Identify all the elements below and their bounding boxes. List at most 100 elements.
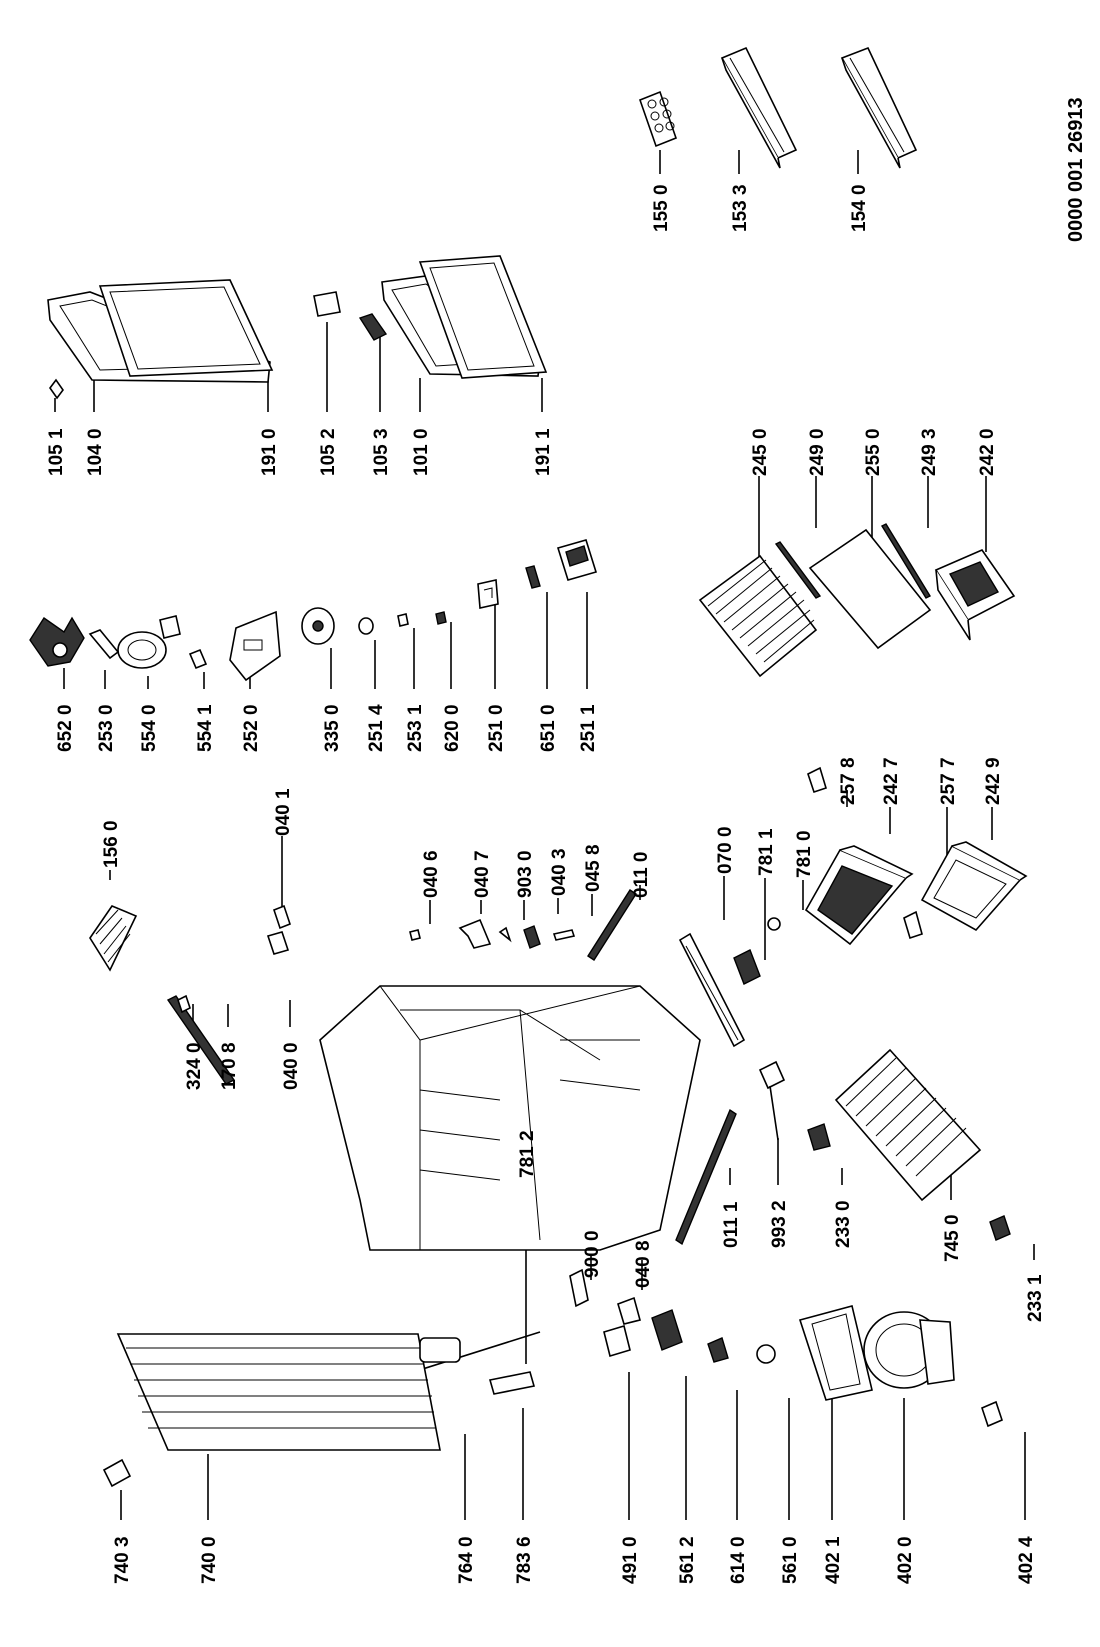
clip-040-6 [409, 929, 421, 941]
callout-101-0: 101 0 [411, 428, 432, 476]
callout-251-0: 251 0 [486, 704, 507, 752]
clip-257-7 [903, 910, 923, 940]
callout-040-7: 040 7 [472, 850, 493, 898]
callout-253-0: 253 0 [96, 704, 117, 752]
bracket-040-7 [458, 918, 492, 949]
light-bar-070 [678, 932, 746, 1048]
gasket-191-1 [418, 255, 548, 379]
evaporator-740 [116, 1333, 441, 1451]
control-housing-252 [229, 610, 281, 682]
plug-903 [498, 926, 512, 943]
callout-104-0: 104 0 [85, 428, 106, 476]
callout-156-0: 156 0 [101, 820, 122, 868]
callout-253-1: 253 1 [405, 704, 426, 752]
callout-252-0: 252 0 [241, 704, 262, 752]
callout-257-8: 257 8 [838, 757, 859, 805]
callout-105-1: 105 1 [46, 428, 67, 476]
clip-614 [707, 1337, 729, 1363]
callout-040-3: 040 3 [549, 848, 570, 896]
callout-070-0: 070 0 [715, 826, 736, 874]
callout-764-0: 764 0 [456, 1536, 477, 1584]
bracket-040-0 [273, 904, 291, 930]
callout-040-8: 040 8 [633, 1240, 654, 1288]
callout-labels: 155 0 153 3 154 0 105 1 104 0 191 0 105 … [46, 97, 1087, 1584]
callout-561-0: 561 0 [780, 1536, 801, 1584]
callout-045-8: 045 8 [583, 844, 604, 892]
lamp-holder-554-1 [188, 648, 208, 670]
ice-tray-156 [89, 905, 138, 972]
capillary-783-6 [488, 1371, 536, 1395]
clip-257-8 [807, 766, 827, 794]
callout-903-0: 903 0 [515, 850, 536, 898]
callout-402-4: 402 4 [1016, 1536, 1037, 1584]
callout-255-0: 255 0 [863, 428, 884, 476]
rail-011-1 [675, 1108, 737, 1246]
callout-251-1: 251 1 [578, 704, 599, 752]
hinge-cap-105-1 [49, 378, 64, 400]
condenser-745 [834, 1048, 982, 1202]
door-shelf-153 [720, 46, 798, 169]
callout-993-2: 993 2 [769, 1200, 790, 1248]
callout-781-0: 781 0 [794, 830, 815, 878]
document-number: 0000 001 26913 [1065, 97, 1087, 242]
starter-561-0 [756, 1344, 776, 1364]
callout-011-0: 011 0 [631, 852, 652, 899]
drawer-242-9 [920, 841, 1028, 932]
callout-781-1: 781 1 [756, 828, 777, 876]
callout-781-2: 781 2 [517, 1130, 538, 1178]
callout-242-7: 242 7 [881, 757, 902, 805]
callout-249-0: 249 0 [807, 428, 828, 476]
callout-233-1: 233 1 [1025, 1274, 1046, 1322]
callout-651-0: 651 0 [538, 704, 559, 752]
box-251-1 [556, 539, 598, 581]
bracket-040-1 [266, 931, 290, 955]
callout-040-1: 040 1 [273, 788, 294, 836]
glass-shelf-255 [808, 528, 932, 650]
grommet-402-4 [981, 1400, 1003, 1428]
cap-620 [435, 611, 447, 625]
callout-105-2: 105 2 [318, 428, 339, 476]
callout-040-6: 040 6 [421, 850, 442, 898]
hinge-105-2 [313, 291, 341, 317]
hinge-105-3 [358, 313, 388, 341]
filter-764 [419, 1337, 461, 1363]
callout-783-6: 783 6 [514, 1536, 535, 1584]
cover-233-0 [807, 1123, 831, 1151]
clip-900 [569, 1268, 589, 1308]
bracket-040-8 [617, 1296, 641, 1325]
callout-249-3: 249 3 [919, 428, 940, 476]
callout-620-0: 620 0 [442, 704, 463, 752]
callout-554-0: 554 0 [139, 704, 160, 752]
callout-900-0: 900 0 [582, 1230, 603, 1278]
callout-402-0: 402 0 [895, 1536, 916, 1584]
trim-249-3 [881, 523, 931, 599]
callout-554-1: 554 1 [195, 704, 216, 752]
light-781-1 [733, 949, 761, 985]
cover-233-1 [989, 1215, 1011, 1241]
callout-191-1: 191 1 [533, 428, 554, 476]
callout-153-3: 153 3 [730, 184, 751, 232]
drawer-242-7 [804, 845, 914, 946]
callout-491-0: 491 0 [620, 1536, 641, 1584]
callout-154-0: 154 0 [849, 184, 870, 232]
callout-105-3: 105 3 [371, 428, 392, 476]
clip-740-3 [102, 1458, 132, 1488]
callout-561-2: 561 2 [677, 1536, 698, 1584]
callout-257-7: 257 7 [938, 757, 959, 805]
bulb-781-0 [767, 917, 781, 931]
base-plate-402-1 [798, 1305, 873, 1401]
bush-251-4 [358, 617, 374, 635]
switch-651 [525, 565, 541, 589]
callout-251-4: 251 4 [366, 704, 387, 752]
fan-335 [301, 607, 335, 645]
callout-335-0: 335 0 [322, 704, 343, 752]
callout-242-0: 242 0 [977, 428, 998, 476]
clip-324 [177, 994, 191, 1014]
callout-011-1: 011 1 [721, 1201, 742, 1248]
cabinet [319, 985, 701, 1251]
trim-249-0 [774, 541, 822, 599]
lamp-cover-554-0 [117, 615, 181, 669]
gasket-191-0 [98, 279, 274, 377]
